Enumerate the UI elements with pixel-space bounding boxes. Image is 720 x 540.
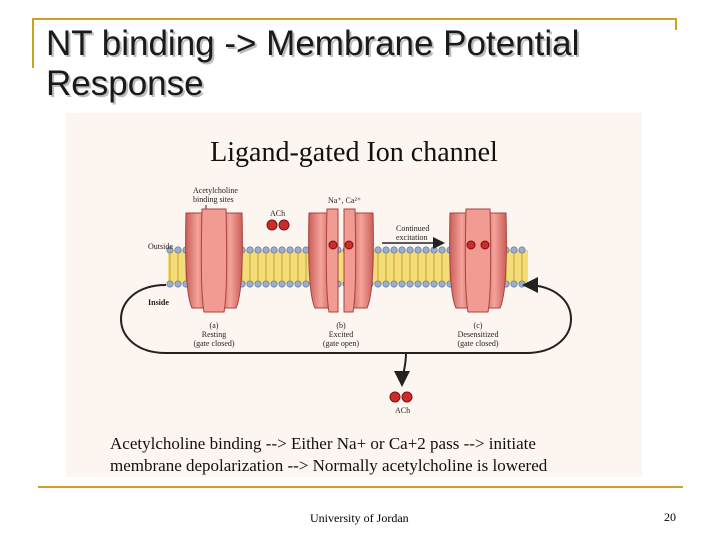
ion-channel-figure: Ligand-gated Ion channel bbox=[66, 113, 642, 477]
lipid-head bbox=[374, 246, 382, 254]
top-rule bbox=[32, 18, 677, 20]
lipid-head bbox=[262, 246, 270, 254]
state-a-gate: (gate closed) bbox=[193, 339, 234, 348]
lipid-head bbox=[406, 280, 414, 288]
state-b-letter: (b) bbox=[336, 321, 346, 330]
ions-label: Na⁺, Ca²⁺ bbox=[328, 196, 361, 205]
lipid-head bbox=[302, 280, 310, 288]
lipid-head bbox=[246, 246, 254, 254]
ach-top-label: ACh bbox=[270, 209, 285, 218]
lipid-head bbox=[438, 246, 446, 254]
lipid-head bbox=[262, 280, 270, 288]
continued-label-2: excitation bbox=[396, 233, 428, 242]
state-b-name: Excited bbox=[329, 330, 353, 339]
lipid-head bbox=[270, 280, 278, 288]
lipid-head bbox=[270, 246, 278, 254]
lipid-head bbox=[510, 246, 518, 254]
caption-line-1: Acetylcholine binding --> Either Na+ or … bbox=[110, 434, 536, 453]
outside-label: Outside bbox=[148, 242, 173, 251]
lipid-head bbox=[414, 246, 422, 254]
lipid-head bbox=[374, 280, 382, 288]
continued-label-1: Continued bbox=[396, 224, 429, 233]
right-rule bbox=[675, 18, 677, 30]
ach-molecules-top bbox=[266, 219, 490, 250]
state-a-letter: (a) bbox=[210, 321, 219, 330]
lipid-head bbox=[518, 280, 526, 288]
state-a-name: Resting bbox=[202, 330, 226, 339]
state-c-name: Desensitized bbox=[458, 330, 499, 339]
binding-sites-label-1: Acetylcholine bbox=[193, 186, 238, 195]
channel-a bbox=[185, 208, 243, 313]
page-number: 20 bbox=[664, 510, 676, 524]
channel-c bbox=[449, 208, 507, 313]
channel-b bbox=[308, 208, 374, 313]
binding-sites-label-2: binding sites bbox=[193, 195, 234, 204]
ach-bottom-label: ACh bbox=[395, 406, 410, 415]
footer-rule bbox=[38, 486, 683, 488]
lipid-head bbox=[278, 246, 286, 254]
caption-line-2: membrane depolarization --> Normally ace… bbox=[110, 456, 548, 475]
lipid-head bbox=[286, 280, 294, 288]
state-c-letter: (c) bbox=[474, 321, 483, 330]
lipid-head bbox=[510, 280, 518, 288]
lipid-head bbox=[246, 280, 254, 288]
lipid-head bbox=[278, 280, 286, 288]
lipid-head bbox=[414, 280, 422, 288]
lipid-head bbox=[430, 246, 438, 254]
lipid-head bbox=[430, 280, 438, 288]
footer-text: University of Jordan bbox=[310, 511, 409, 525]
lipid-head bbox=[438, 280, 446, 288]
inside-label: Inside bbox=[148, 298, 169, 307]
lipid-head bbox=[294, 280, 302, 288]
cycle-arrow bbox=[120, 277, 572, 354]
lipid-head bbox=[286, 246, 294, 254]
lipid-head bbox=[398, 246, 406, 254]
lipid-head bbox=[174, 246, 182, 254]
lipid-head bbox=[406, 246, 414, 254]
left-rule bbox=[32, 18, 34, 68]
lipid-head bbox=[382, 280, 390, 288]
lipid-head bbox=[294, 246, 302, 254]
slide-title: NT binding -> Membrane Potential Respons… bbox=[46, 24, 580, 103]
state-b-gate: (gate open) bbox=[323, 339, 360, 348]
lipid-head bbox=[382, 246, 390, 254]
figure-heading: Ligand-gated Ion channel bbox=[210, 137, 498, 168]
state-c-gate: (gate closed) bbox=[457, 339, 498, 348]
lipid-head bbox=[422, 280, 430, 288]
lipid-head bbox=[166, 280, 174, 288]
lipid-head bbox=[422, 246, 430, 254]
lipid-head bbox=[254, 280, 262, 288]
ach-molecules-bottom bbox=[389, 391, 413, 403]
lipid-head bbox=[390, 246, 398, 254]
lipid-head bbox=[254, 246, 262, 254]
lipid-head bbox=[174, 280, 182, 288]
lipid-head bbox=[390, 280, 398, 288]
release-arrow bbox=[394, 352, 411, 387]
lipid-head bbox=[518, 246, 526, 254]
lipid-head bbox=[398, 280, 406, 288]
